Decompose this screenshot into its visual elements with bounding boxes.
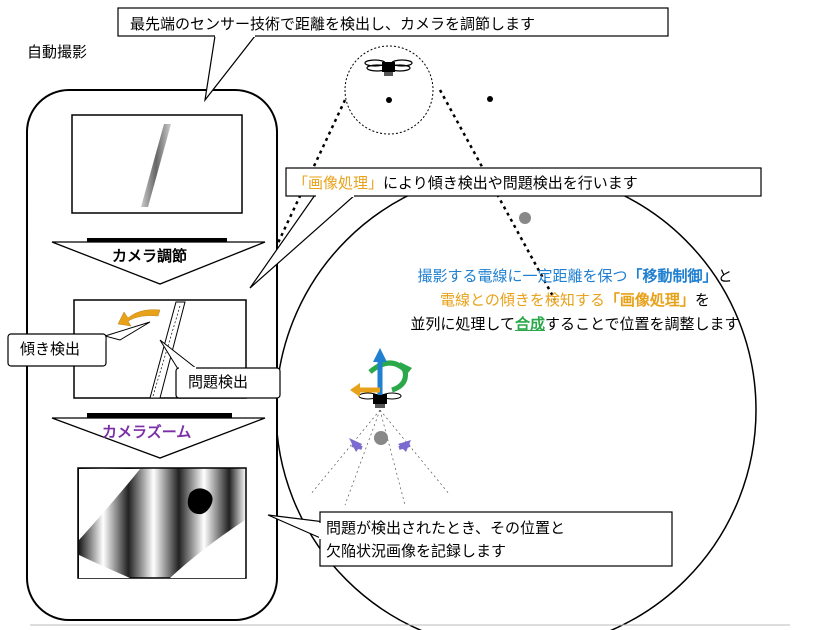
right-desc-line2: 電線との傾きを検知する「画像処理」を <box>340 288 810 312</box>
drone-top-icon <box>364 59 413 76</box>
callout-top-box <box>117 7 669 37</box>
right-desc-l2c: を <box>694 291 710 309</box>
gray-dot <box>519 212 531 224</box>
tilt-label-box <box>7 333 107 367</box>
callout-image-box <box>285 167 762 197</box>
callout-top-text: 最先端のセンサー技術で距離を検出し、カメラを調節します <box>130 15 536 33</box>
problem-detect-label: 問題検出 <box>188 373 249 391</box>
title-label: 自動撮影 <box>27 43 88 61</box>
callout-image-rest: により傾き検出や問題検出を行います <box>383 174 638 192</box>
bottom-callout-line2: 欠陥状況画像を記録します <box>326 542 507 560</box>
arrow-camera-zoom <box>51 417 266 459</box>
right-desc-line3: 並列に処理して合成することで位置を調整します <box>340 312 810 336</box>
callout-image-text: 「画像処理」により傾き検出や問題検出を行います <box>293 172 638 193</box>
right-desc-l3a: 並列に処理して <box>410 315 515 333</box>
problem-label-box <box>175 367 281 399</box>
right-desc-line1: 撮影する電線に一定距離を保つ「移動制御」と <box>340 264 810 288</box>
right-desc-l3c: することで位置を調整します <box>545 315 740 333</box>
drone-circle <box>344 45 434 135</box>
right-desc-l2a: 電線との傾きを検知する <box>440 291 605 309</box>
defect-mark <box>187 488 213 515</box>
right-description: 撮影する電線に一定距離を保つ「移動制御」と 電線との傾きを検知する「画像処理」を… <box>340 264 810 336</box>
right-desc-l1c: と <box>717 267 733 285</box>
right-desc-l3b: 合成 <box>514 315 545 333</box>
arrow-camera-adjust <box>51 241 266 285</box>
drone-control-icon <box>309 348 451 506</box>
callout-image-quote-open: 「 <box>293 174 309 192</box>
right-desc-l2b: 「画像処理」 <box>604 291 695 309</box>
bottom-callout-line1: 問題が検出されたとき、その位置と <box>326 519 565 537</box>
right-desc-l1b: 「移動制御」 <box>627 267 718 285</box>
step-camera-adjust: カメラ調節 <box>112 247 188 265</box>
dotted-line-left <box>268 99 347 261</box>
tilt-arrow-icon <box>117 309 161 327</box>
callout-image-quote-close: 」 <box>368 174 384 192</box>
tilt-detect-label: 傾き検出 <box>20 340 81 358</box>
bottom-callout-box <box>319 511 673 567</box>
step-camera-zoom: カメラズーム <box>102 423 192 441</box>
right-desc-l1a: 撮影する電線に一定距離を保つ <box>417 267 628 285</box>
callout-image-term: 画像処理 <box>308 174 369 192</box>
